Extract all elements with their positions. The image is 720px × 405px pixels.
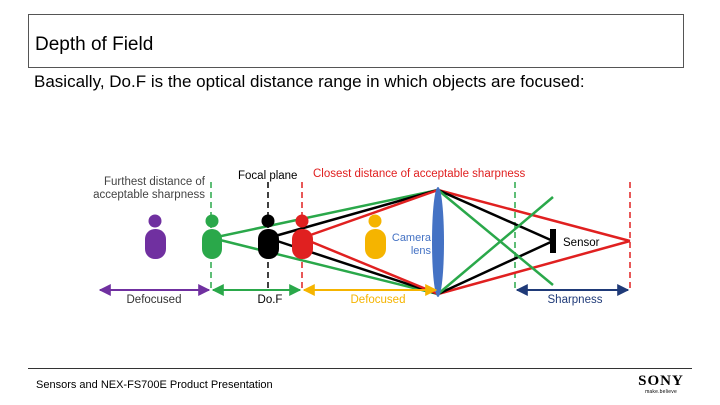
slide-title: Depth of Field [35,34,154,55]
footer-text: Sensors and NEX-FS700E Product Presentat… [36,379,273,391]
title-box: Depth of Field [28,14,684,68]
green-figure [202,214,222,259]
camera-lens-label-line2: lens [411,245,432,257]
footer-divider [28,368,692,369]
black-figure [258,214,279,259]
closest-distance-label: Closest distance of acceptable sharpness [313,168,525,180]
camera-lens-label-line1: Camera [392,232,432,244]
defocused-near-label: Defocused [351,294,406,306]
amber-figure [365,214,386,259]
defocused-far-label: Defocused [127,294,182,306]
sharpness-label: Sharpness [548,294,603,306]
focal-plane-label: Focal plane [238,170,297,182]
sony-logo: SONY make.believe [630,374,692,400]
furthest-distance-label-line2: acceptable sharpness [93,189,205,201]
furthest-distance-label-line1: Furthest distance of [104,176,206,188]
dof-label: Do.F [258,294,283,306]
camera-lens [432,187,444,297]
sony-logo-tagline: make.believe [645,389,677,395]
image-rays [437,188,631,296]
sony-logo-wordmark: SONY [638,373,684,389]
red-figure [292,214,313,259]
purple-figure [145,214,166,259]
slide-subtitle: Basically, Do.F is the optical distance … [34,72,585,91]
sensor-label: Sensor [563,237,600,249]
sensor-bar [550,229,556,253]
